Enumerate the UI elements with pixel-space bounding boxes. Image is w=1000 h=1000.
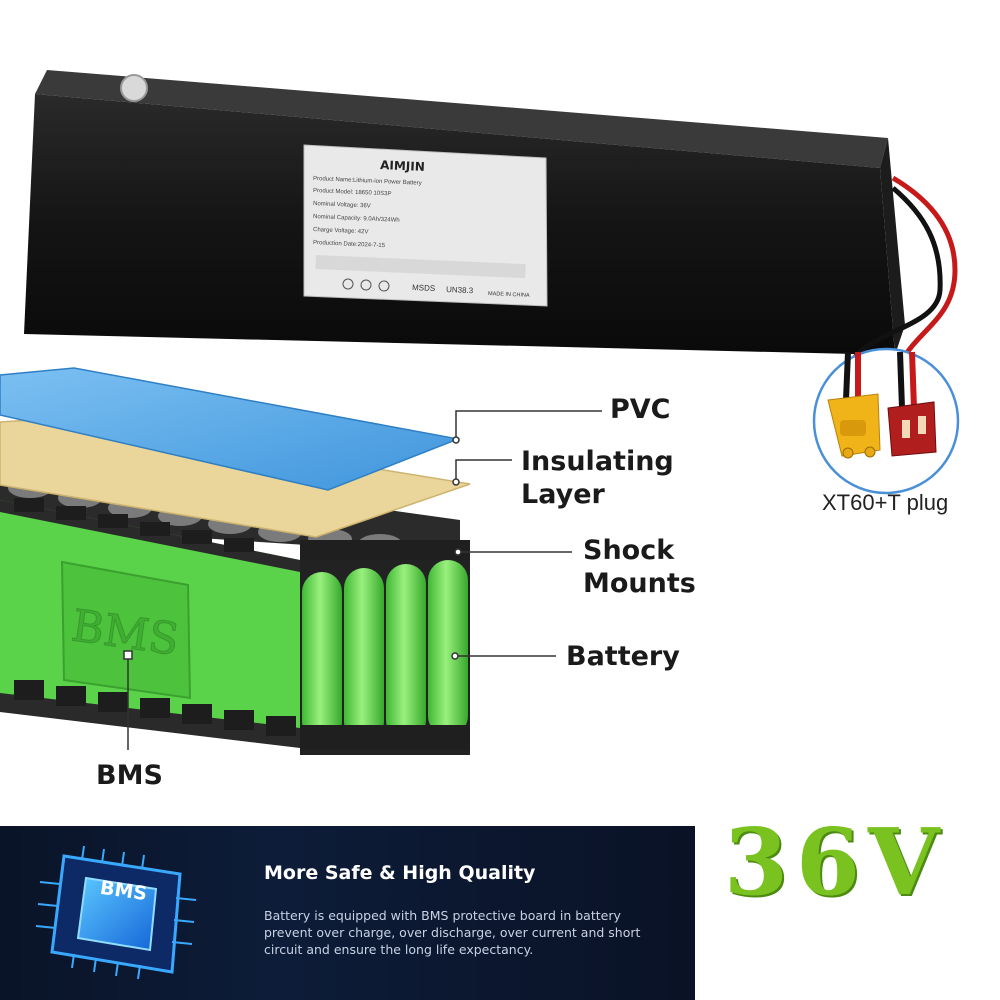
leader-pvc [455,410,602,440]
callout-pvc: PVC [610,394,671,425]
battery-cells [300,540,470,755]
xt60-connector-icon [827,393,881,459]
leader-insulating [455,459,512,482]
pvc-layer [0,367,461,491]
callout-insulating-line-2: Layer [521,479,605,510]
plug-caption: XT60+T plug [822,490,949,515]
battery-pack: AIMJIN Product Name:Lithium-ion Power Ba… [24,70,958,371]
cert-icon [342,278,354,290]
banner-title: More Safe & High Quality [264,862,536,884]
black-wire [845,186,943,371]
callout-shock-line-2: Mounts [583,568,696,599]
callout-battery: Battery [566,641,680,672]
t-plug-connector-icon [887,401,937,457]
callout-shock-mounts: Shock Mounts [583,534,696,600]
cert-icon [378,280,390,292]
callout-insulating-line-1: Insulating [521,446,674,477]
battery-module: BMS [0,367,471,755]
spec-label: AIMJIN Product Name:Lithium-ion Power Ba… [303,144,548,307]
red-wire [891,175,958,370]
callout-shock-line-1: Shock [583,535,675,566]
label-line-2: Product Model: 18650 10S3P [313,188,392,197]
plug-photo [812,347,960,495]
label-msds: MSDS [412,283,435,293]
label-line-3: Nominal Voltage: 36V [313,201,371,210]
banner-body: Battery is equipped with BMS protective … [264,908,641,957]
callout-bms: BMS [96,760,163,791]
label-origin: MADE IN CHINA [488,291,530,299]
bms-board: BMS [60,560,192,700]
cert-icon [360,279,372,291]
label-line-4: Nominal Capacity: 9.0Ah/324Wh [313,214,400,224]
label-brand: AIMJIN [380,158,425,174]
leader-lines [123,410,602,750]
label-line-6: Production Date:2024-7-15 [313,240,386,249]
label-line-1: Product Name:Lithium-ion Power Battery [313,176,422,187]
info-banner [0,826,695,1000]
voltage-badge: 36V [724,808,948,916]
chip-icon [35,845,197,980]
pressure-valve-icon [120,74,148,102]
shock-mounts [14,498,296,736]
label-line-5: Charge Voltage: 42V [313,227,369,235]
bms-chip-graphic [35,845,197,980]
callout-insulating-layer: Insulating Layer [521,445,674,511]
label-un: UN38.3 [446,285,474,295]
